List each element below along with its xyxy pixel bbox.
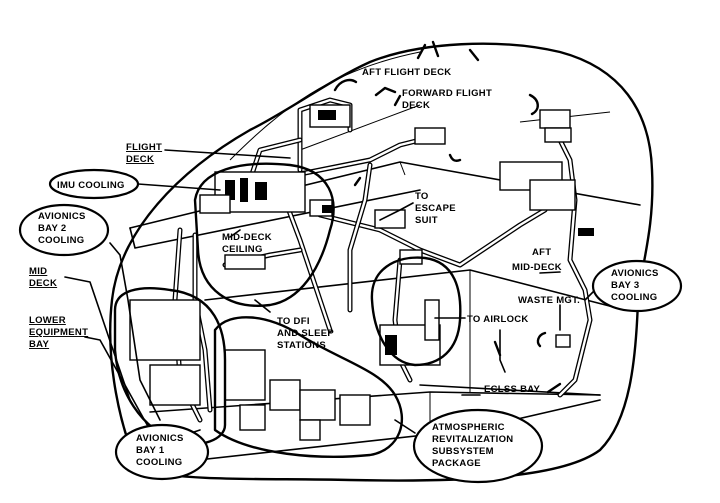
label-mid-deck-ceiling-line2: CEILING bbox=[222, 244, 263, 255]
label-to-escape-suit-line2: ESCAPE bbox=[415, 203, 456, 214]
label-aft-flight-deck: AFT FLIGHT DECK bbox=[362, 67, 451, 78]
avionics-bay2-callout bbox=[18, 203, 110, 257]
label-lower-equipment-bay-line3: BAY bbox=[29, 339, 49, 350]
label-avionics-bay1-line1: AVIONICS bbox=[136, 433, 184, 444]
zone-outlines bbox=[113, 162, 462, 458]
label-to-escape-suit-line1: TO bbox=[415, 191, 429, 202]
label-avionics-bay2-line2: BAY 2 bbox=[38, 223, 66, 234]
label-flight-deck-line2: DECK bbox=[126, 154, 154, 165]
label-avionics-bay3-line2: BAY 3 bbox=[611, 280, 639, 291]
label-mid-deck-line2: DECK bbox=[29, 278, 57, 289]
label-forward-flight-deck-line1: FORWARD FLIGHT bbox=[402, 88, 492, 99]
label-to-dfi-line2: AND SLEEP bbox=[277, 328, 334, 339]
label-lower-equipment-bay-line1: LOWER bbox=[29, 315, 66, 326]
label-eclss-bay: ECLSS BAY bbox=[484, 384, 541, 395]
label-to-airlock: TO AIRLOCK bbox=[467, 314, 529, 325]
label-to-escape-suit-line3: SUIT bbox=[415, 215, 438, 226]
hull-inner-arc bbox=[229, 51, 421, 161]
label-avionics-bay3-line1: AVIONICS bbox=[611, 268, 659, 279]
label-arsp-line1: ATMOSPHERIC bbox=[432, 422, 505, 433]
avionics-bay1-callout bbox=[114, 423, 210, 481]
label-aft-mid-deck-line2: MID-DECK bbox=[512, 262, 562, 273]
label-avionics-bay1-line3: COOLING bbox=[136, 457, 182, 468]
label-avionics-bay2-line3: COOLING bbox=[38, 235, 84, 246]
imu-cooling-callout bbox=[48, 168, 140, 200]
label-to-dfi-line3: STATIONS bbox=[277, 340, 326, 351]
equipment-blocks bbox=[129, 104, 594, 441]
label-arsp-line2: REVITALIZATION bbox=[432, 434, 513, 445]
leader-lines bbox=[64, 149, 596, 441]
label-avionics-bay2-line1: AVIONICS bbox=[38, 211, 86, 222]
label-lower-equipment-bay-line2: EQUIPMENT bbox=[29, 327, 88, 338]
label-arsp-line4: PACKAGE bbox=[432, 458, 481, 469]
label-aft-mid-deck-line1: AFT bbox=[532, 247, 551, 258]
label-forward-flight-deck-line2: DECK bbox=[402, 100, 430, 111]
airflow-arrows bbox=[333, 40, 562, 394]
label-waste-mgt: WASTE MGT. bbox=[518, 295, 580, 306]
avionics-bay3-callout bbox=[591, 259, 683, 313]
label-imu-cooling: IMU COOLING bbox=[57, 180, 125, 191]
label-arsp-line3: SUBSYSTEM bbox=[432, 446, 494, 457]
arsp-callout bbox=[412, 408, 544, 484]
label-mid-deck-ceiling-line1: MID-DECK bbox=[222, 232, 272, 243]
label-mid-deck-line1: MID bbox=[29, 266, 47, 277]
label-to-dfi-line1: TO DFI bbox=[277, 316, 310, 327]
label-avionics-bay3-line3: COOLING bbox=[611, 292, 657, 303]
label-avionics-bay1-line2: BAY 1 bbox=[136, 445, 165, 456]
label-flight-deck-line1: FLIGHT bbox=[126, 142, 162, 153]
